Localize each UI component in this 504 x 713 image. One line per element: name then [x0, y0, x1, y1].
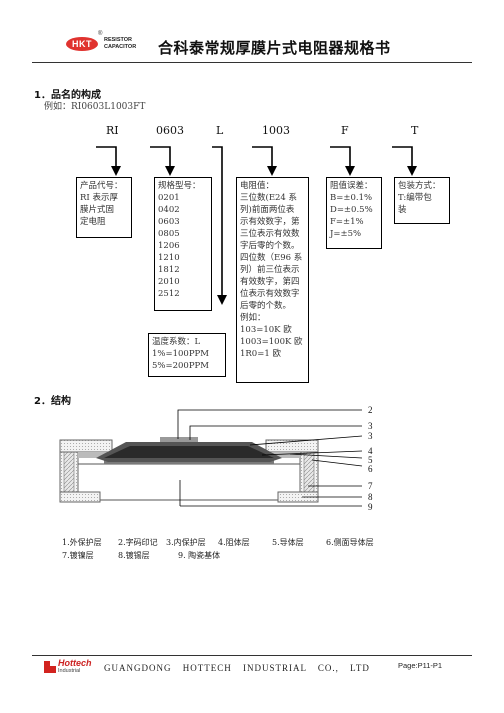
callout-number: 2 — [368, 405, 373, 415]
package-line: 装 — [398, 205, 407, 215]
spec-line: 1206 — [158, 241, 180, 251]
spec-line: 0603 — [158, 217, 180, 227]
value-line: 字后零的个数。 — [240, 241, 300, 251]
spec-line: 2010 — [158, 277, 180, 287]
value-line: 列)前面两位表 — [240, 205, 295, 215]
callout-number: 7 — [368, 481, 373, 491]
tcr-box: 温度系数：L 1%=100PPM 5%=200PPM — [148, 333, 226, 377]
callout-number: 3 — [368, 421, 373, 431]
legend-item: 6.侧面导体层 — [326, 538, 374, 547]
section1-example: 例如：RI0603L1003FT — [44, 102, 146, 112]
spec-line: 0402 — [158, 205, 180, 215]
value-line: 列）前三位表示 — [240, 265, 300, 275]
hkt-logo: HKT — [66, 37, 98, 51]
code-package: T — [411, 124, 419, 137]
spec-line: 0201 — [158, 193, 180, 203]
value-line: 有效数字，第四 — [240, 277, 300, 287]
section2-heading: 2．结构 — [34, 396, 71, 407]
package-line: T:编带包 — [398, 193, 432, 203]
tolerance-line: B=±0.1% — [330, 193, 373, 203]
tcr-line: 1%=100PPM — [152, 349, 209, 359]
package-box: 包装方式： T:编带包 装 — [394, 177, 450, 224]
legend-item: 9. 陶瓷基体 — [178, 551, 221, 560]
footer-logo-text: Hottech — [58, 658, 92, 668]
code-tcr: L — [216, 124, 224, 137]
callout-number: 5 — [368, 455, 373, 465]
code-connector-lines — [96, 146, 417, 305]
value-line: 后零的个数。 — [240, 301, 292, 311]
resistor-structure-diagram — [59, 409, 363, 507]
callout-number: 3 — [368, 431, 373, 441]
spec-line: 2512 — [158, 289, 180, 299]
spec-size-box: 规格型号： 0201 0402 0603 0805 1206 1210 1812… — [154, 177, 212, 311]
tolerance-line: 阻值误差： — [330, 181, 373, 191]
value-line: 三位表示有效数 — [240, 229, 300, 239]
value-line: 电阻值： — [240, 181, 275, 191]
value-line: 1R0=1 欧 — [240, 349, 281, 359]
footer-rule — [32, 655, 472, 656]
product-line: RI 表示厚 — [80, 193, 118, 203]
section1-heading: 1．品名的构成 — [34, 90, 101, 101]
code-size: 0603 — [156, 124, 184, 137]
legend-item: 8.镀锡层 — [118, 551, 150, 560]
value-line: 位表示有效数字 — [240, 289, 300, 299]
legend-item: 1.外保护层 — [62, 538, 102, 547]
value-line: 103=10K 欧 — [240, 325, 292, 335]
package-line: 包装方式： — [398, 181, 441, 191]
value-line: 四位数（E96 系 — [240, 253, 303, 263]
code-value: 1003 — [262, 124, 290, 137]
logo-line-resistor: RESISTOR — [104, 37, 133, 43]
spec-line: 规格型号： — [158, 181, 201, 191]
spec-line: 0805 — [158, 229, 180, 239]
spec-line: 1210 — [158, 253, 180, 263]
value-line: 1003=100K 欧 — [240, 337, 303, 347]
footer-company: GUANGDONG HOTTECH INDUSTRIAL CO., LTD — [104, 663, 370, 673]
callout-number: 9 — [368, 502, 373, 512]
code-tolerance: F — [341, 124, 349, 137]
legend-item: 4.阻体层 — [218, 538, 250, 547]
value-line: 例如： — [240, 313, 266, 323]
registered-mark: ® — [98, 31, 103, 37]
value-line: 三位数(E24 系 — [240, 193, 298, 203]
legend-item: 3.内保护层 — [166, 538, 206, 547]
legend-item: 7.镀镍层 — [62, 551, 94, 560]
product-code-box: 产品代号： RI 表示厚 膜片式固 定电阻 — [76, 177, 132, 238]
callout-number: 6 — [368, 464, 373, 474]
tcr-line: 温度系数：L — [152, 337, 201, 347]
header-rule — [32, 62, 472, 63]
footer-page: Page:P11-P1 — [398, 661, 443, 670]
callout-number: 8 — [368, 492, 373, 502]
code-ri: RI — [106, 124, 119, 137]
product-line: 膜片式固 — [80, 205, 115, 215]
tolerance-line: D=±0.5% — [330, 205, 373, 215]
tcr-line: 5%=200PPM — [152, 361, 209, 371]
tolerance-box: 阻值误差： B=±0.1% D=±0.5% F=±1% J=±5% — [326, 177, 382, 249]
page-title: 合科泰常规厚膜片式电阻器规格书 — [158, 39, 391, 57]
value-line: 示有效数字，第 — [240, 217, 300, 227]
spec-line: 1812 — [158, 265, 180, 275]
legend-item: 5.导体层 — [272, 538, 304, 547]
logo-line-capacitor: CAPACITOR — [104, 44, 137, 50]
product-line: 定电阻 — [80, 217, 106, 227]
footer-logo-sub: Industrial — [58, 668, 81, 674]
callout-number: 4 — [368, 446, 373, 456]
tolerance-line: J=±5% — [330, 229, 362, 239]
resistance-value-box: 电阻值： 三位数(E24 系 列)前面两位表 示有效数字，第 三位表示有效数 字… — [236, 177, 309, 383]
hottech-logo-icon — [44, 661, 56, 673]
tolerance-line: F=±1% — [330, 217, 364, 227]
product-line: 产品代号： — [80, 181, 123, 191]
legend-item: 2.字码印记 — [118, 538, 158, 547]
logo-text: RESISTOR CAPACITOR — [104, 37, 136, 51]
